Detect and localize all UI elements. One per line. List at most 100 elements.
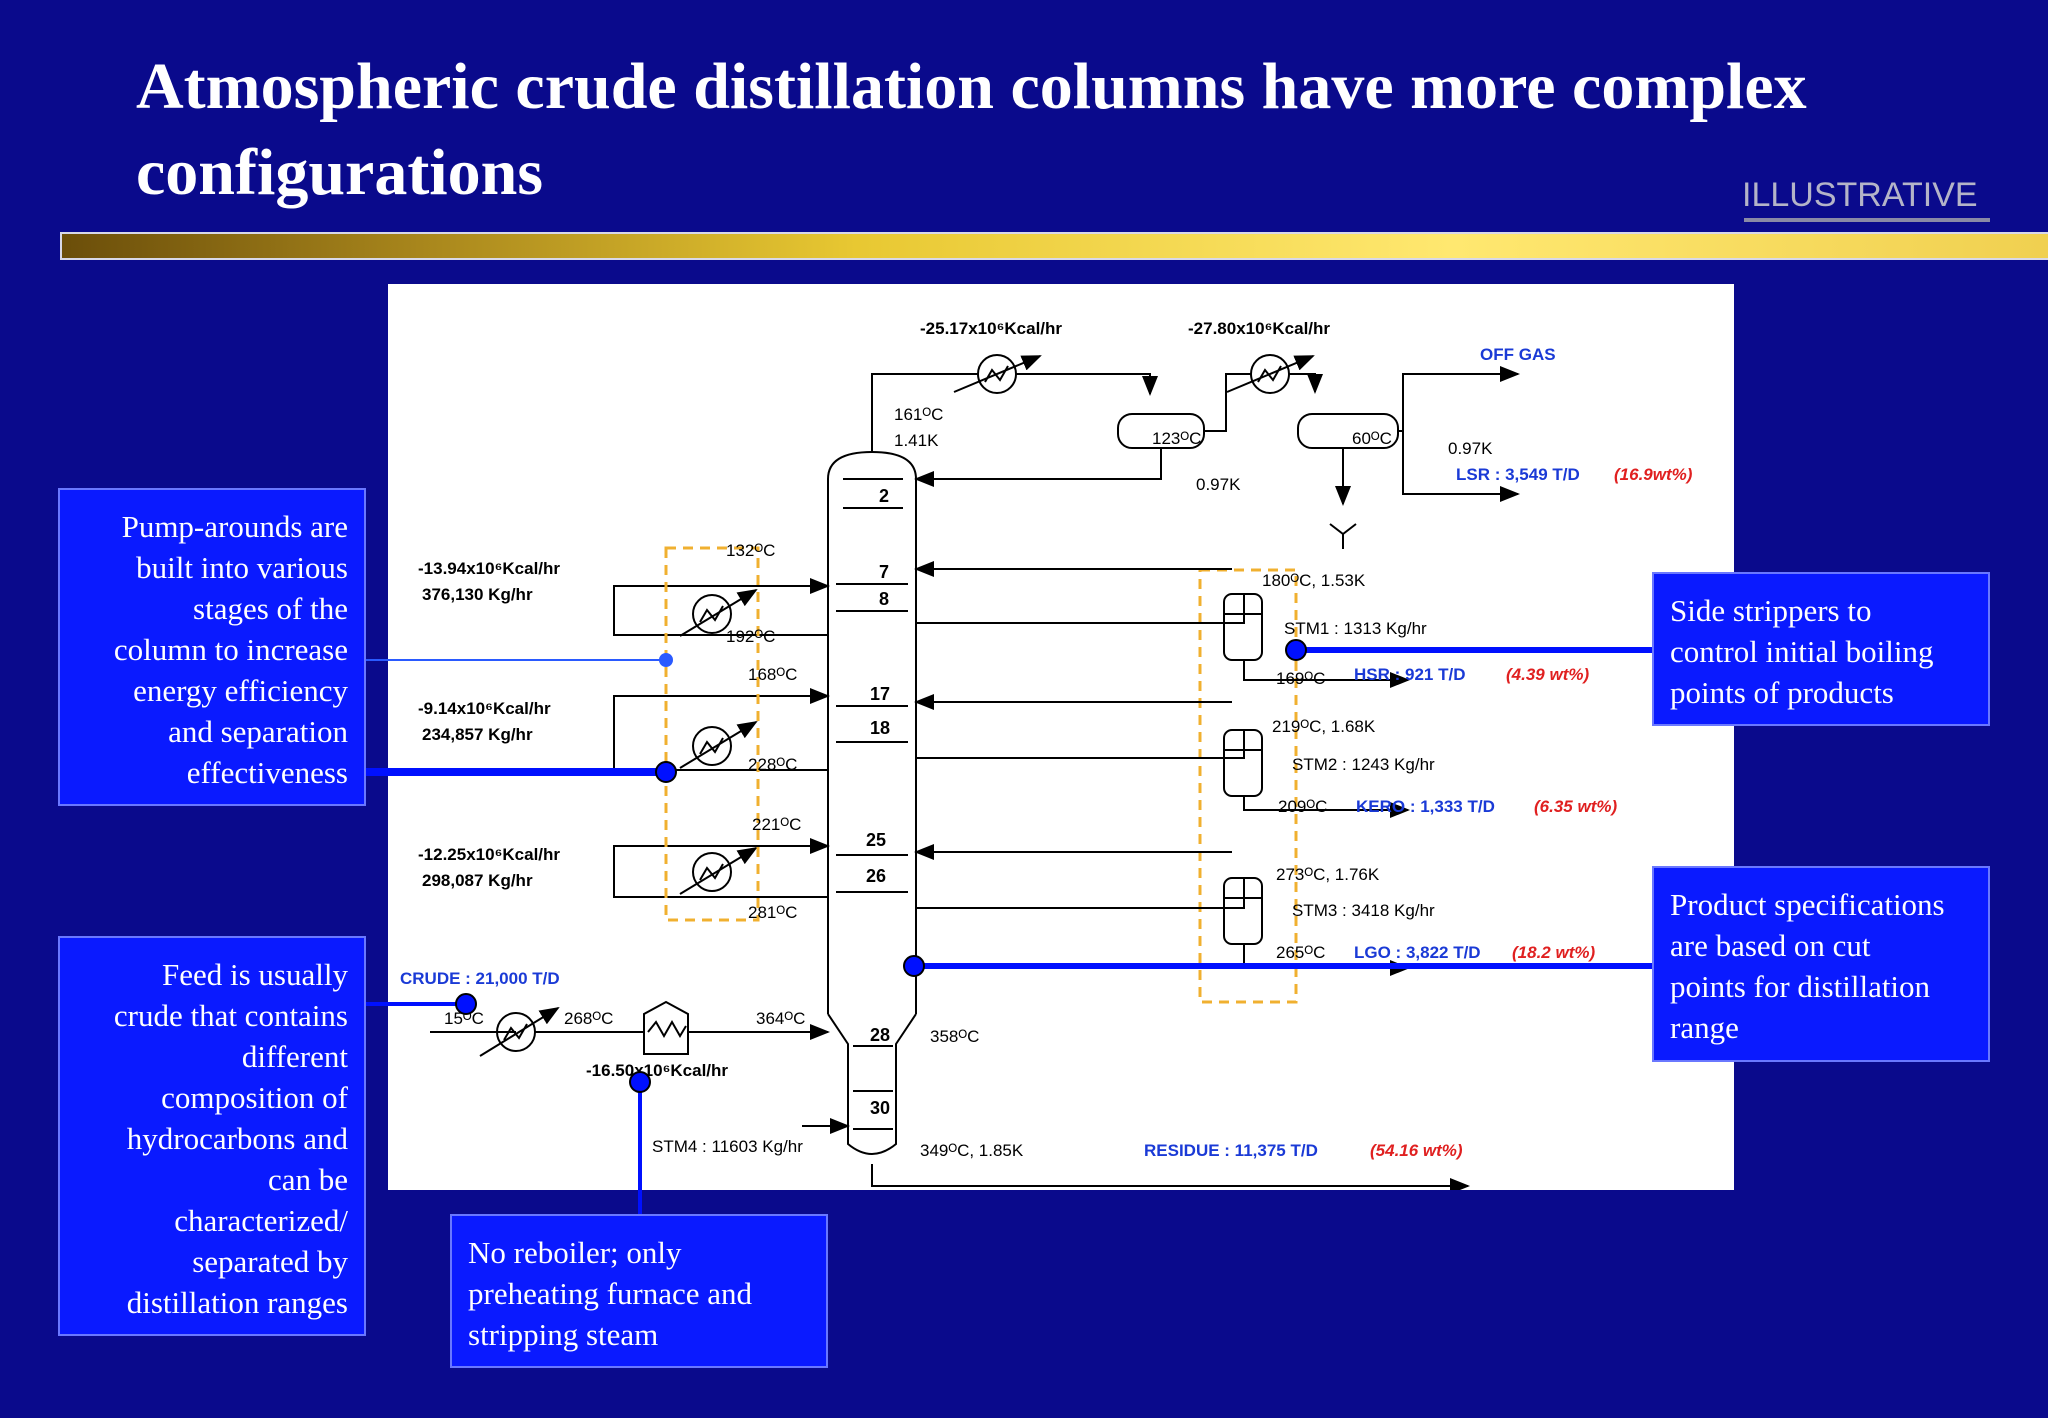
lsr-percent: (16.9wt%) [1614,465,1693,484]
crude-feed-rate: CRUDE : 21,000 T/D [400,969,560,988]
callout-line: points of products [1670,675,1894,710]
callout-line: Feed is usually [162,957,348,992]
process-diagram-panel: 2 7 8 17 18 25 26 28 30 -25.17x10⁶Kcal/h… [388,284,1734,1190]
pump-arounds-callout: Pump-arounds are built into various stag… [58,488,366,806]
callout-line: Side strippers to [1670,593,1872,628]
overhead-temp: 161ᴼC [894,405,943,424]
side-strippers-callout: Side strippers to control initial boilin… [1652,572,1990,726]
callout-line: Pump-arounds are [121,509,348,544]
drum2-temp: 60ᴼC [1352,429,1392,448]
feed-temp-3: 364ᴼC [756,1009,805,1028]
callout-line: hydrocarbons and [126,1121,348,1156]
feed-labels: CRUDE : 21,000 T/D 15ᴼC 268ᴼC 364ᴼC 358ᴼ… [400,969,1463,1160]
overhead-system [871,354,1520,549]
condenser2-duty: -27.80x10⁶Kcal/hr [1188,319,1330,338]
callout-line: No reboiler; only [468,1235,682,1270]
slide-title: Atmospheric crude distillation columns h… [136,50,1807,209]
tray-label: 26 [866,866,886,886]
pa1-temp-in: 132ᴼC [726,541,775,560]
hsr-product: HSR : 921 T/D [1354,665,1465,684]
callout-line: and separation [168,714,348,749]
ss3-steam: STM3 : 3418 Kg/hr [1292,901,1435,920]
ss2-temp: 209ᴼC [1278,797,1327,816]
callout-line: separated by [192,1244,348,1279]
pa1-temp-out: 192ᴼC [726,627,775,646]
illustrative-underline [1744,218,1990,222]
callout-line: crude that contains [113,998,348,1033]
feed-system [430,1000,1470,1190]
drum2-pressure: 0.97K [1448,439,1493,458]
tray-label: 18 [870,718,890,738]
feed-callout: Feed is usually crude that contains diff… [58,936,366,1336]
callout-line: points for distillation [1670,969,1931,1004]
off-gas-label: OFF GAS [1480,345,1556,364]
furnace-duty: -16.50x10⁶Kcal/hr [586,1061,728,1080]
tray-label: 28 [870,1025,890,1045]
callout-line: can be [267,1162,348,1197]
pa1-duty: -13.94x10⁶Kcal/hr [418,559,560,578]
callout-line: characterized/ [174,1203,348,1238]
title-divider-bar [60,232,2048,260]
bottom-conditions: 349ᴼC, 1.85K [920,1141,1024,1160]
ss1-conditions: 180ᴼC, 1.53K [1262,571,1366,590]
callout-line: control initial boiling [1670,634,1934,669]
pa2-duty: -9.14x10⁶Kcal/hr [418,699,551,718]
ss1-temp: 169ᴼC [1276,669,1325,688]
tray-label: 30 [870,1098,890,1118]
pa3-temp-in: 221ᴼC [752,815,801,834]
flash-zone-temp: 358ᴼC [930,1027,979,1046]
callout-line: built into various [136,550,348,585]
kero-percent: (6.35 wt%) [1534,797,1617,816]
stripping-steam-4: STM4 : 11603 Kg/hr [652,1137,803,1156]
callout-line: stages of the [193,591,348,626]
callout-line: column to increase [113,632,348,667]
lgo-percent: (18.2 wt%) [1512,943,1595,962]
residue-product: RESIDUE : 11,375 T/D [1144,1141,1318,1160]
callout-line: are based on cut [1670,928,1871,963]
ss2-steam: STM2 : 1243 Kg/hr [1292,755,1435,774]
callout-line: different [241,1039,348,1074]
pa3-flow: 298,087 Kg/hr [422,871,533,890]
kero-product: KERO : 1,333 T/D [1356,797,1495,816]
ss3-conditions: 273ᴼC, 1.76K [1276,865,1380,884]
callout-line: effectiveness [186,755,348,790]
lgo-product: LGO : 3,822 T/D [1354,943,1481,962]
feed-temp-1: 15ᴼC [444,1009,484,1028]
ss2-conditions: 219ᴼC, 1.68K [1272,717,1376,736]
callout-line: distillation ranges [126,1285,348,1320]
tray-label: 7 [879,562,889,582]
side-stripper-labels: 180ᴼC, 1.53K STM1 : 1313 Kg/hr 169ᴼC HSR… [1262,571,1617,962]
callout-line: range [1670,1010,1739,1045]
illustrative-tag: ILLUSTRATIVE [1742,176,1978,214]
drum1-temp: 123ᴼC [1152,429,1201,448]
callout-line: Product specifications [1670,887,1945,922]
pa1-flow: 376,130 Kg/hr [422,585,533,604]
hsr-percent: (4.39 wt%) [1506,665,1589,684]
callout-line: energy efficiency [133,673,348,708]
drum1-pressure: 0.97K [1196,475,1241,494]
callout-line: preheating furnace and [468,1276,753,1311]
tray-labels: 2 7 8 17 18 25 26 28 30 [866,486,890,1118]
no-reboiler-callout: No reboiler; only preheating furnace and… [450,1214,828,1368]
side-strippers [914,561,1410,1004]
residue-percent: (54.16 wt%) [1370,1141,1463,1160]
tray-label: 2 [879,486,889,506]
pa3-duty: -12.25x10⁶Kcal/hr [418,845,560,864]
overhead-labels: -25.17x10⁶Kcal/hr -27.80x10⁶Kcal/hr OFF … [894,319,1693,494]
tray-label: 17 [870,684,890,704]
product-specs-callout: Product specifications are based on cut … [1652,866,1990,1062]
pa2-temp-in: 168ᴼC [748,665,797,684]
pa2-temp-out: 228ᴼC [748,755,797,774]
ss1-steam: STM1 : 1313 Kg/hr [1284,619,1427,638]
pump-around-loops [613,546,830,922]
pump-around-labels: 132ᴼC 192ᴼC -13.94x10⁶Kcal/hr 376,130 Kg… [418,541,801,922]
callout-line: composition of [161,1080,348,1115]
lsr-product: LSR : 3,549 T/D [1456,465,1580,484]
condenser1-duty: -25.17x10⁶Kcal/hr [920,319,1062,338]
callout-line: stripping steam [468,1317,659,1352]
tray-label: 25 [866,830,886,850]
pa2-flow: 234,857 Kg/hr [422,725,533,744]
pa3-temp-out: 281ᴼC [748,903,797,922]
ss3-temp: 265ᴼC [1276,943,1325,962]
tray-label: 8 [879,589,889,609]
